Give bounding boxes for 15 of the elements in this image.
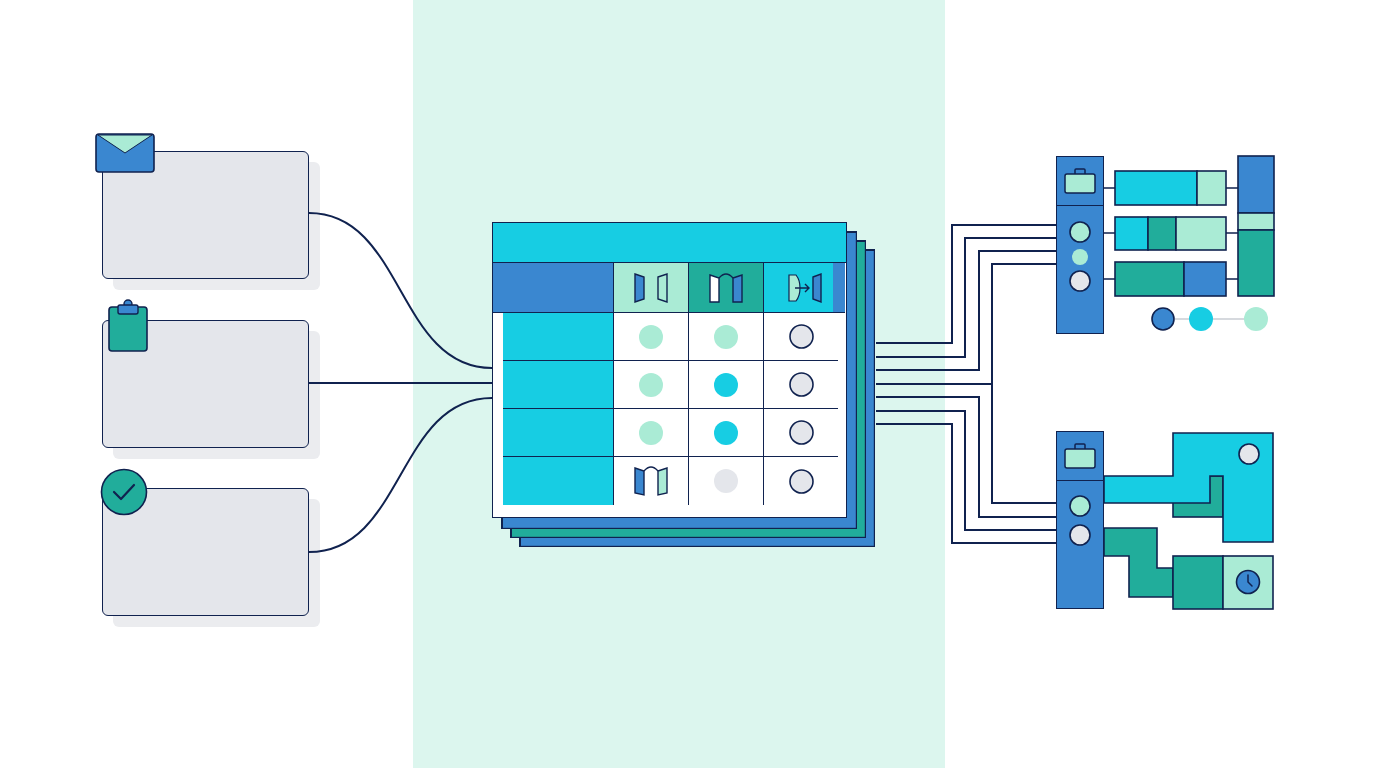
card xyxy=(102,488,309,616)
connector-line xyxy=(308,382,493,384)
connector-line xyxy=(875,224,1057,344)
connector-line xyxy=(875,237,1057,358)
connector-line xyxy=(308,397,493,553)
connector-line xyxy=(875,410,1057,531)
card xyxy=(102,320,309,448)
connector-line xyxy=(875,396,1057,518)
document-stack xyxy=(492,222,876,548)
card xyxy=(102,151,309,279)
connector-line xyxy=(875,250,1057,371)
device-column xyxy=(1056,431,1104,609)
device-column xyxy=(1056,156,1104,334)
connector-line xyxy=(308,212,493,369)
connector-line xyxy=(875,423,1057,544)
